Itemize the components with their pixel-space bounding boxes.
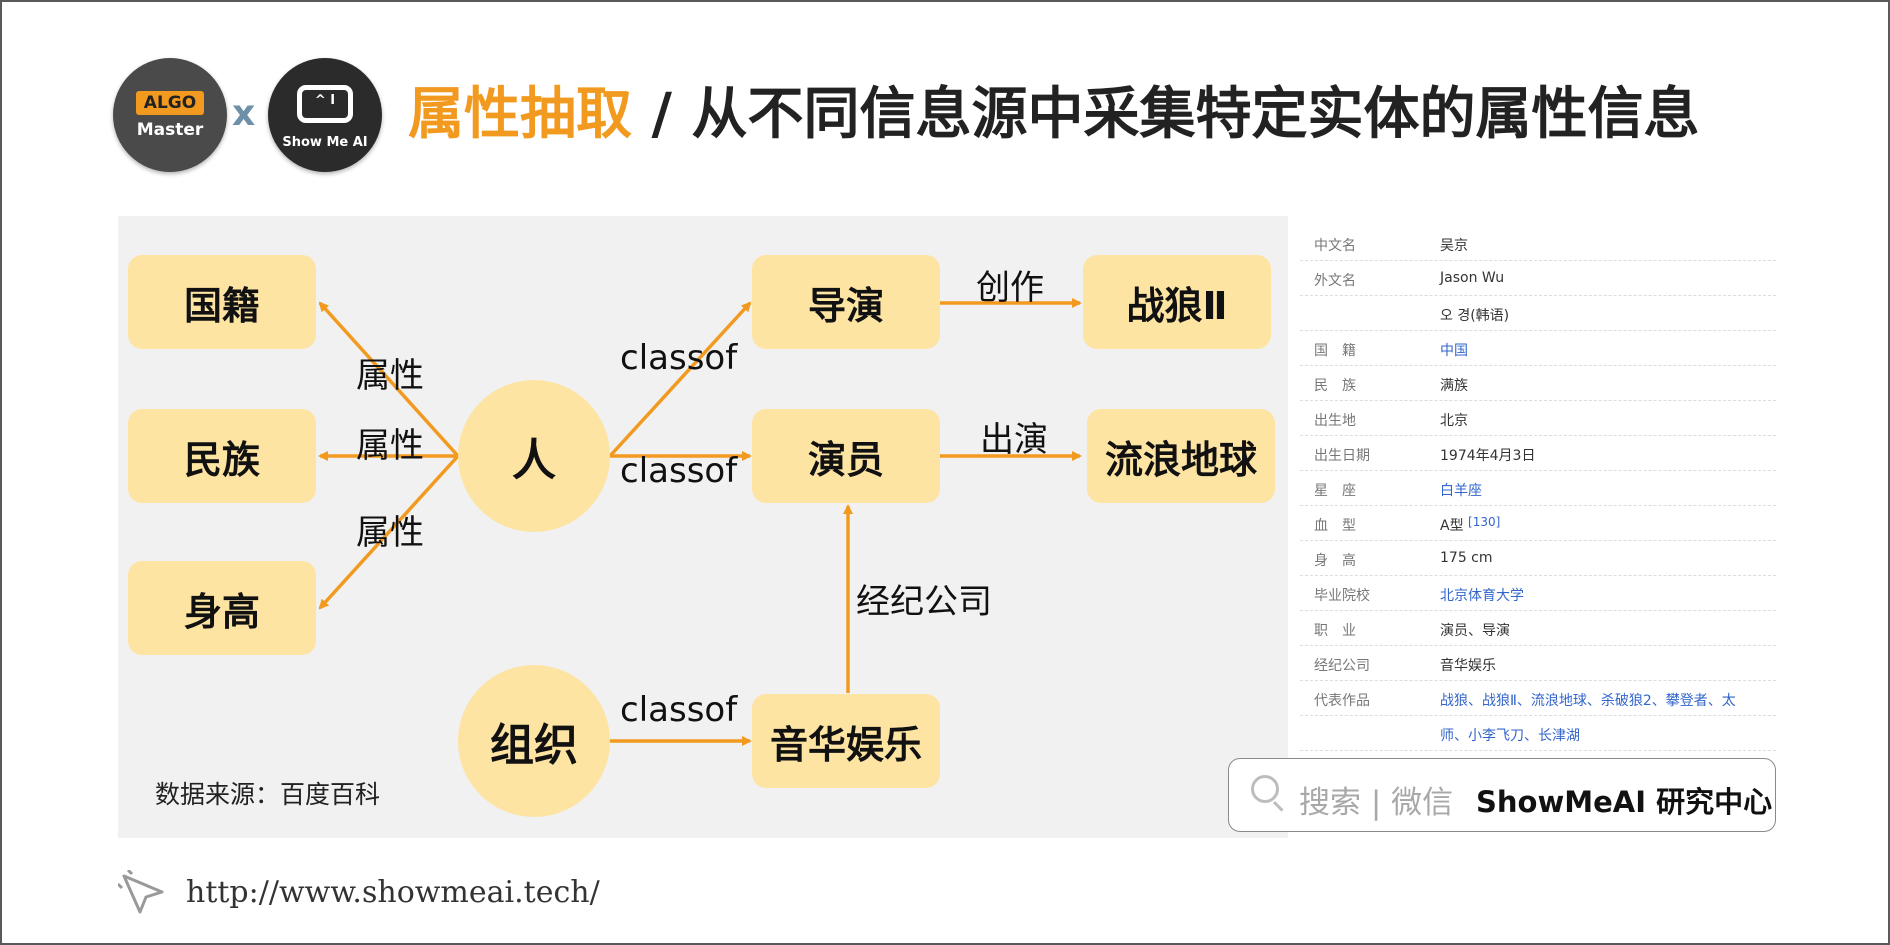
label-attr-height: 属性 — [356, 513, 424, 553]
node-director: 导演 — [752, 255, 940, 349]
infobox-key: 职 业 — [1314, 623, 1356, 639]
infobox-row: 身 高 175 cm — [1300, 541, 1776, 576]
label-classof-company: classof — [620, 690, 738, 730]
infobox-row: 职 业 演员、导演 — [1300, 611, 1776, 646]
label-agency: 经纪公司 — [856, 582, 992, 622]
baike-infobox: 中文名 吴京 外文名 Jason Wu 오 경(韩语) 国 籍 中国 民 族 满族 出生… — [1300, 226, 1776, 751]
node-organization: 组织 — [458, 665, 610, 817]
infobox-value: Jason Wu — [1440, 270, 1505, 286]
infobox-value: A型 — [1440, 518, 1464, 534]
infobox-row: 星 座 白羊座 — [1300, 471, 1776, 506]
infobox-key: 血 型 — [1314, 518, 1356, 534]
source-note: 数据来源：百度百科 — [155, 780, 381, 809]
infobox-value-link[interactable]: 师、小李飞刀、长津湖 — [1440, 728, 1580, 744]
showmeai-label: Show Me AI — [282, 135, 368, 150]
node-actor: 演员 — [752, 409, 940, 503]
infobox-row: 民 族 满族 — [1300, 366, 1776, 401]
robot-icon: ^ I — [297, 85, 353, 123]
infobox-key: 代表作品 — [1314, 693, 1370, 709]
infobox-row: 经纪公司 音华娱乐 — [1300, 646, 1776, 681]
page-title: 属性抽取 / 从不同信息源中采集特定实体的属性信息 — [408, 82, 1699, 148]
infobox-value: 175 cm — [1440, 550, 1493, 566]
title-text: 从不同信息源中采集特定实体的属性信息 — [691, 82, 1700, 147]
infobox-value: 音华娱乐 — [1440, 658, 1496, 674]
label-classof-director: classof — [620, 338, 738, 378]
node-wandering-earth: 流浪地球 — [1087, 409, 1275, 503]
infobox-row: 血 型 A型 [130] — [1300, 506, 1776, 541]
infobox-value: 演员、导演 — [1440, 623, 1510, 639]
search-icon — [1251, 775, 1279, 803]
infobox-row: 出生日期 1974年4月3日 — [1300, 436, 1776, 471]
label-create: 创作 — [976, 268, 1044, 308]
infobox-key: 外文名 — [1314, 273, 1356, 289]
infobox-key: 中文名 — [1314, 238, 1356, 254]
algo-badge: ALGO — [136, 91, 204, 115]
node-wolf-warrior: 战狼Ⅱ — [1083, 255, 1271, 349]
label-act-in: 出演 — [980, 420, 1048, 460]
infobox-key: 身 高 — [1314, 553, 1356, 569]
infobox-value: 满族 — [1440, 378, 1468, 394]
search-text: 搜索 | 微信 — [1299, 785, 1454, 821]
node-height: 身高 — [128, 561, 316, 655]
infobox-row: 代表作品 战狼、战狼Ⅱ、流浪地球、杀破狼2、攀登者、太 — [1300, 681, 1776, 716]
infobox-value-wrap: A型 [130] — [1440, 515, 1500, 535]
search-brand: ShowMeAI 研究中心 — [1476, 785, 1773, 819]
infobox-row: 中文名 吴京 — [1300, 226, 1776, 261]
infobox-row: 师、小李飞刀、长津湖 — [1300, 716, 1776, 751]
node-music-company: 音华娱乐 — [752, 694, 940, 788]
infobox-row: 毕业院校 北京体育大学 — [1300, 576, 1776, 611]
logo-separator: x — [232, 93, 256, 134]
title-separator: / — [632, 82, 692, 147]
node-ethnicity: 民族 — [128, 409, 316, 503]
infobox-value-link[interactable]: 战狼、战狼Ⅱ、流浪地球、杀破狼2、攀登者、太 — [1440, 693, 1736, 709]
infobox-row: 外文名 Jason Wu — [1300, 261, 1776, 296]
infobox-key: 出生日期 — [1314, 448, 1370, 464]
infobox-key: 星 座 — [1314, 483, 1356, 499]
robot-face: ^ I — [314, 93, 336, 108]
edge-person-director — [608, 301, 752, 458]
node-nationality: 国籍 — [128, 255, 316, 349]
infobox-value: 1974年4月3日 — [1440, 448, 1536, 464]
cursor-icon — [118, 870, 164, 914]
infobox-key: 经纪公司 — [1314, 658, 1370, 674]
infobox-value-link[interactable]: 北京体育大学 — [1440, 588, 1524, 604]
showmeai-logo: ^ I Show Me AI — [268, 58, 382, 172]
infobox-value-link[interactable]: 中国 — [1440, 343, 1468, 359]
infobox-key: 毕业院校 — [1314, 588, 1370, 604]
infobox-key: 国 籍 — [1314, 343, 1356, 359]
infobox-key: 出生地 — [1314, 413, 1356, 429]
edge-person-nationality — [318, 301, 460, 458]
reference-link[interactable]: [130] — [1468, 515, 1501, 529]
infobox-row: 国 籍 中国 — [1300, 331, 1776, 366]
title-highlight: 属性抽取 — [408, 82, 632, 147]
infobox-value: 오 경(韩语) — [1440, 308, 1510, 324]
website-link[interactable]: http://www.showmeai.tech/ — [186, 875, 600, 910]
algo-master-label: Master — [136, 120, 204, 140]
node-person: 人 — [458, 380, 610, 532]
infobox-row: 出生地 北京 — [1300, 401, 1776, 436]
label-attr-nationality: 属性 — [356, 356, 424, 396]
algo-master-logo: ALGO Master — [113, 58, 227, 172]
search-box[interactable]: 搜索 | 微信 ShowMeAI 研究中心 — [1228, 758, 1776, 832]
infobox-value-link[interactable]: 白羊座 — [1440, 483, 1482, 499]
infobox-row: 오 경(韩语) — [1300, 296, 1776, 331]
label-attr-ethnicity: 属性 — [356, 426, 424, 466]
infobox-value: 北京 — [1440, 413, 1468, 429]
infobox-key: 民 族 — [1314, 378, 1356, 394]
infobox-value: 吴京 — [1440, 238, 1468, 254]
edge-person-height — [318, 454, 460, 610]
label-classof-actor: classof — [620, 451, 738, 491]
